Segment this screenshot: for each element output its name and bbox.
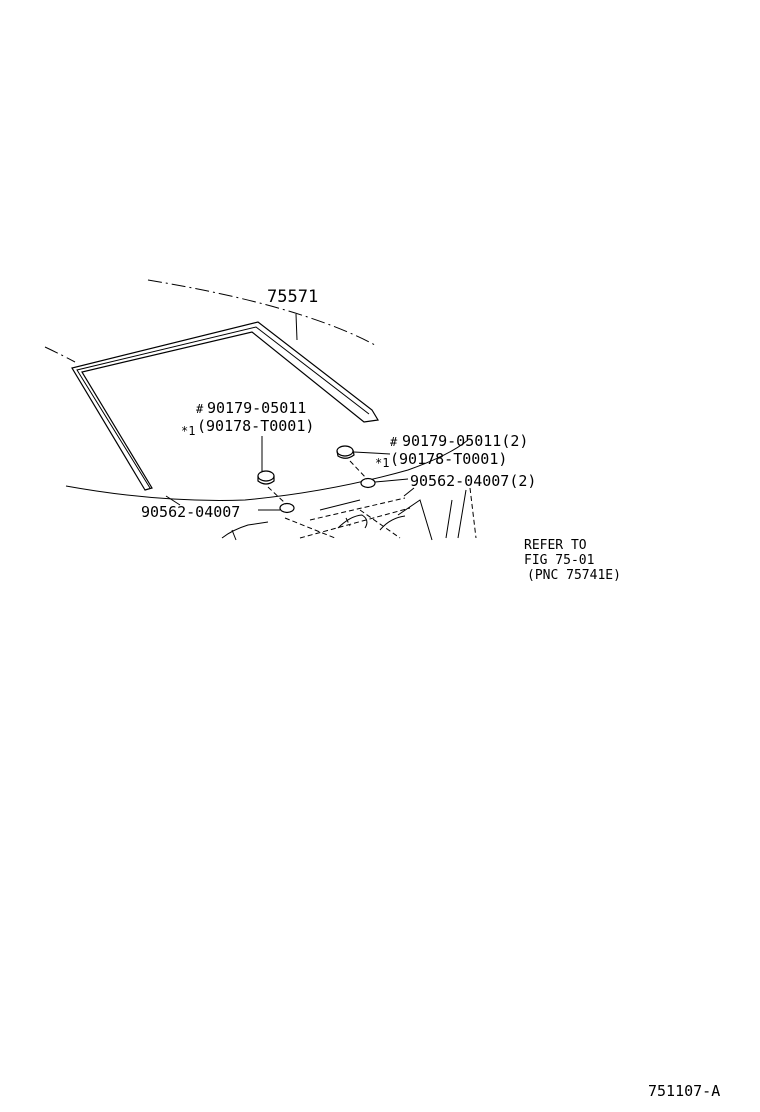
molding-part-number: 75571 — [267, 287, 318, 307]
right-clip-hash-mark: # — [390, 435, 398, 449]
leader-lines — [165, 313, 409, 511]
right-clip-icon — [336, 445, 355, 459]
left-clip-part-number: 90179-05011 — [207, 399, 306, 417]
reference-line-1: REFER TO — [524, 538, 587, 553]
windshield-molding — [71, 321, 379, 491]
left-nut-icon — [279, 502, 295, 514]
left-clip-alt-prefix: *1 — [181, 424, 195, 438]
right-clip-alt-part-number: (90178-T0001) — [390, 450, 507, 468]
right-nut-part-number: 90562-04007(2) — [410, 472, 536, 490]
right-clip-alt-prefix: *1 — [375, 456, 389, 470]
left-clip-icon — [257, 470, 275, 485]
right-nut-icon — [360, 477, 376, 489]
left-clip-hash-mark: # — [196, 402, 204, 416]
reference-note: REFER TO FIG 75-01 (PNC 75741E) — [524, 538, 621, 583]
right-clip-part-number: 90179-05011(2) — [402, 432, 528, 450]
reference-line-3: (PNC 75741E) — [527, 568, 621, 583]
body-outline — [44, 279, 469, 501]
left-nut-part-number: 90562-04007 — [141, 503, 240, 521]
left-clip-alt-part-number: (90178-T0001) — [197, 417, 314, 435]
alignment-lines — [267, 460, 368, 505]
figure-code: 751107-A — [648, 1082, 720, 1100]
body-panel-lines — [221, 487, 477, 541]
reference-line-2: FIG 75-01 — [524, 553, 594, 568]
